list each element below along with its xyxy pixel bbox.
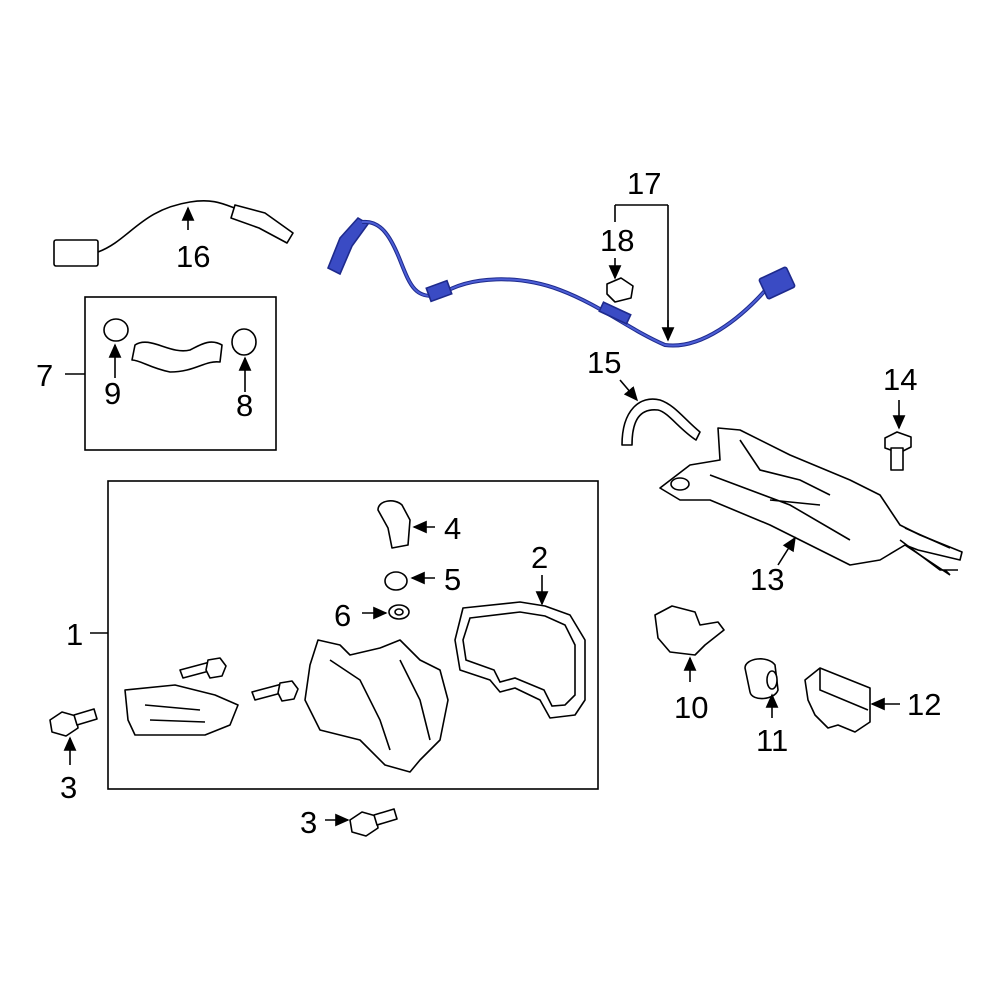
part-16-oxygen-sensor[interactable]: 16	[53, 200, 294, 274]
part-1-housing-assembly[interactable]: 1	[66, 480, 599, 790]
callout-1: 1	[66, 617, 83, 652]
part-12-module[interactable]: 12	[804, 667, 941, 733]
part-4-sensor[interactable]: 4	[377, 500, 461, 549]
callout-17: 17	[627, 166, 661, 201]
callout-15: 15	[587, 345, 621, 380]
part-14-bolt[interactable]: 14	[883, 362, 917, 471]
callout-18: 18	[600, 223, 634, 258]
part-11-filter[interactable]: 11	[744, 658, 788, 758]
callout-13: 13	[750, 562, 784, 597]
callout-3-left: 3	[60, 770, 77, 805]
part-7-hose-kit[interactable]: 7 9 8	[36, 296, 277, 451]
part-17-oxygen-sensor-highlighted[interactable]	[326, 216, 796, 348]
callout-10: 10	[674, 690, 708, 725]
callout-7: 7	[36, 358, 53, 393]
bracket-17	[614, 204, 669, 340]
callout-5: 5	[444, 562, 461, 597]
part-3-bolt-left[interactable]: 3	[49, 708, 98, 805]
part-10-purge-valve[interactable]: 10	[654, 605, 725, 725]
callout-3-bottom: 3	[300, 805, 317, 840]
callout-4: 4	[444, 511, 461, 546]
callout-16: 16	[176, 239, 210, 274]
callout-11: 11	[756, 723, 788, 758]
callout-9: 9	[104, 376, 121, 411]
part-18-clip[interactable]: 18	[600, 223, 634, 303]
callout-14: 14	[883, 362, 917, 397]
part-15-vacuum-hose[interactable]: 15	[587, 345, 701, 446]
callout-2: 2	[531, 540, 548, 575]
part-2-gasket[interactable]: 2	[454, 540, 586, 719]
part-5-grommet[interactable]: 5	[384, 562, 461, 597]
part-3-bolt-bottom[interactable]: 3	[300, 805, 398, 840]
callout-8: 8	[236, 388, 253, 423]
callout-6: 6	[334, 598, 351, 633]
callout-12: 12	[907, 687, 941, 722]
part-13-bracket-assembly[interactable]: 13	[659, 427, 963, 597]
part-6-o-ring[interactable]: 6	[334, 598, 410, 633]
